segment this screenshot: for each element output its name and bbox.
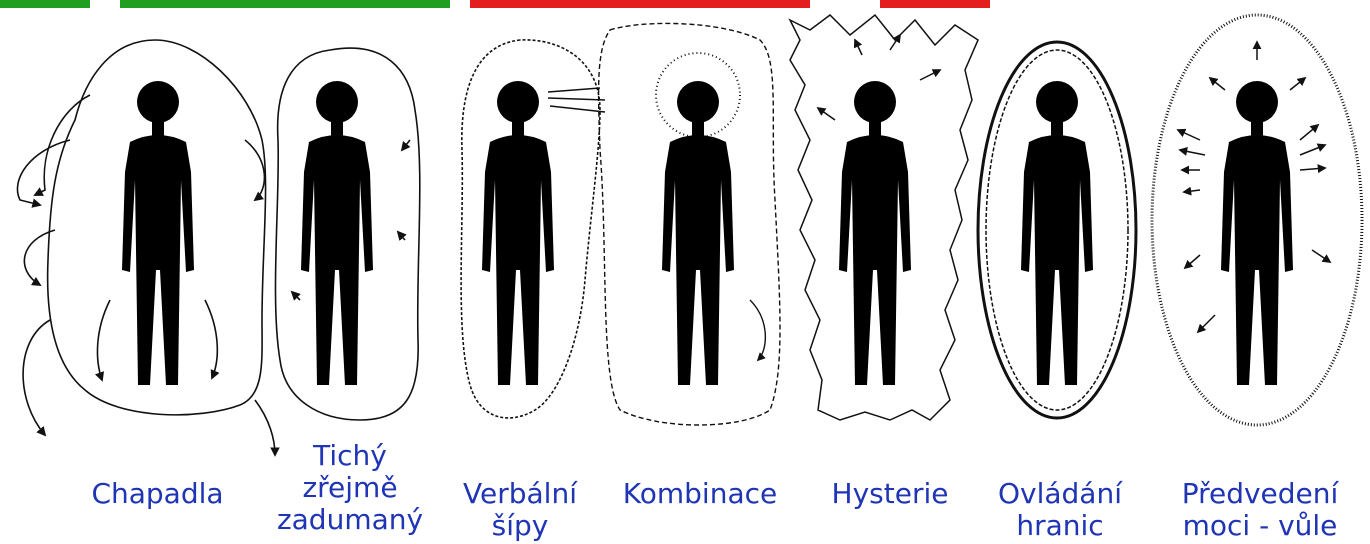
label-ovladani: Ovládání hranic — [980, 478, 1140, 542]
label-chapadla: Chapadla — [60, 478, 255, 510]
label-verbalni: Verbální šípy — [445, 478, 595, 542]
header-fragment — [0, 0, 990, 8]
label-predvedeni: Předvedení moci - vůle — [1160, 478, 1360, 542]
label-tichy: Tichý zřejmě zadumaný — [255, 440, 445, 536]
person-figure — [122, 81, 194, 385]
label-hysterie: Hysterie — [805, 478, 975, 510]
label-kombinace: Kombinace — [600, 478, 800, 510]
